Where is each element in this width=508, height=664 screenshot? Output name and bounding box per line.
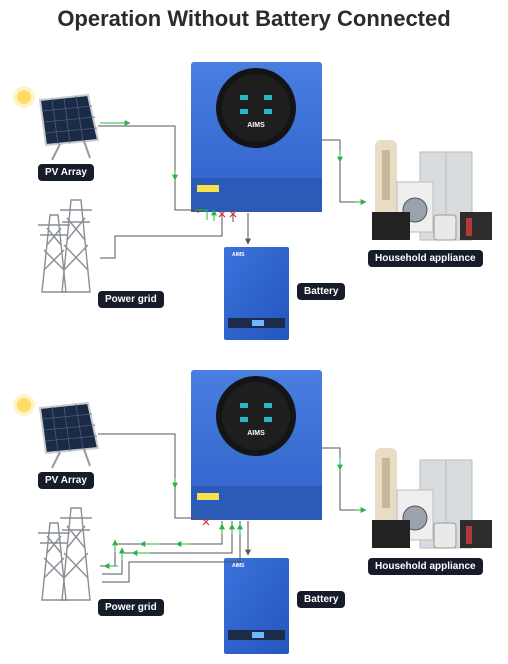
pv-array-label: PV Array: [38, 472, 94, 489]
pv-array-icon: [13, 86, 100, 161]
household-appliance-label: Household appliance: [368, 558, 483, 575]
household-appliance-label: Household appliance: [368, 250, 483, 267]
battery-brand-logo: AIMS: [232, 252, 245, 258]
battery-unit: AIMS: [224, 558, 289, 654]
diagram-top: AIMS AIMS: [13, 62, 492, 340]
power-grid-icon: [38, 507, 92, 601]
inverter-unit: AIMS: [191, 370, 322, 520]
household-appliance-icon: [372, 140, 492, 241]
power-grid-icon: [38, 199, 92, 293]
disconnect-marks: [218, 210, 237, 218]
inverter-unit: AIMS: [191, 62, 322, 212]
power-grid-label: Power grid: [98, 291, 164, 308]
pv-array-label: PV Array: [38, 164, 94, 181]
battery-label: Battery: [297, 283, 346, 300]
battery-label: Battery: [297, 591, 346, 608]
disconnect-marks: [202, 518, 210, 526]
battery-unit: AIMS: [224, 247, 289, 340]
inverter-brand-logo: AIMS: [247, 430, 265, 437]
battery-brand-logo: AIMS: [232, 563, 245, 569]
diagram-bottom: AIMS AIMS: [13, 370, 492, 654]
power-grid-label: Power grid: [98, 599, 164, 616]
inverter-brand-logo: AIMS: [247, 122, 265, 129]
household-appliance-icon: [372, 448, 492, 549]
page-title: Operation Without Battery Connected: [57, 6, 451, 31]
pv-array-icon: [13, 394, 100, 469]
